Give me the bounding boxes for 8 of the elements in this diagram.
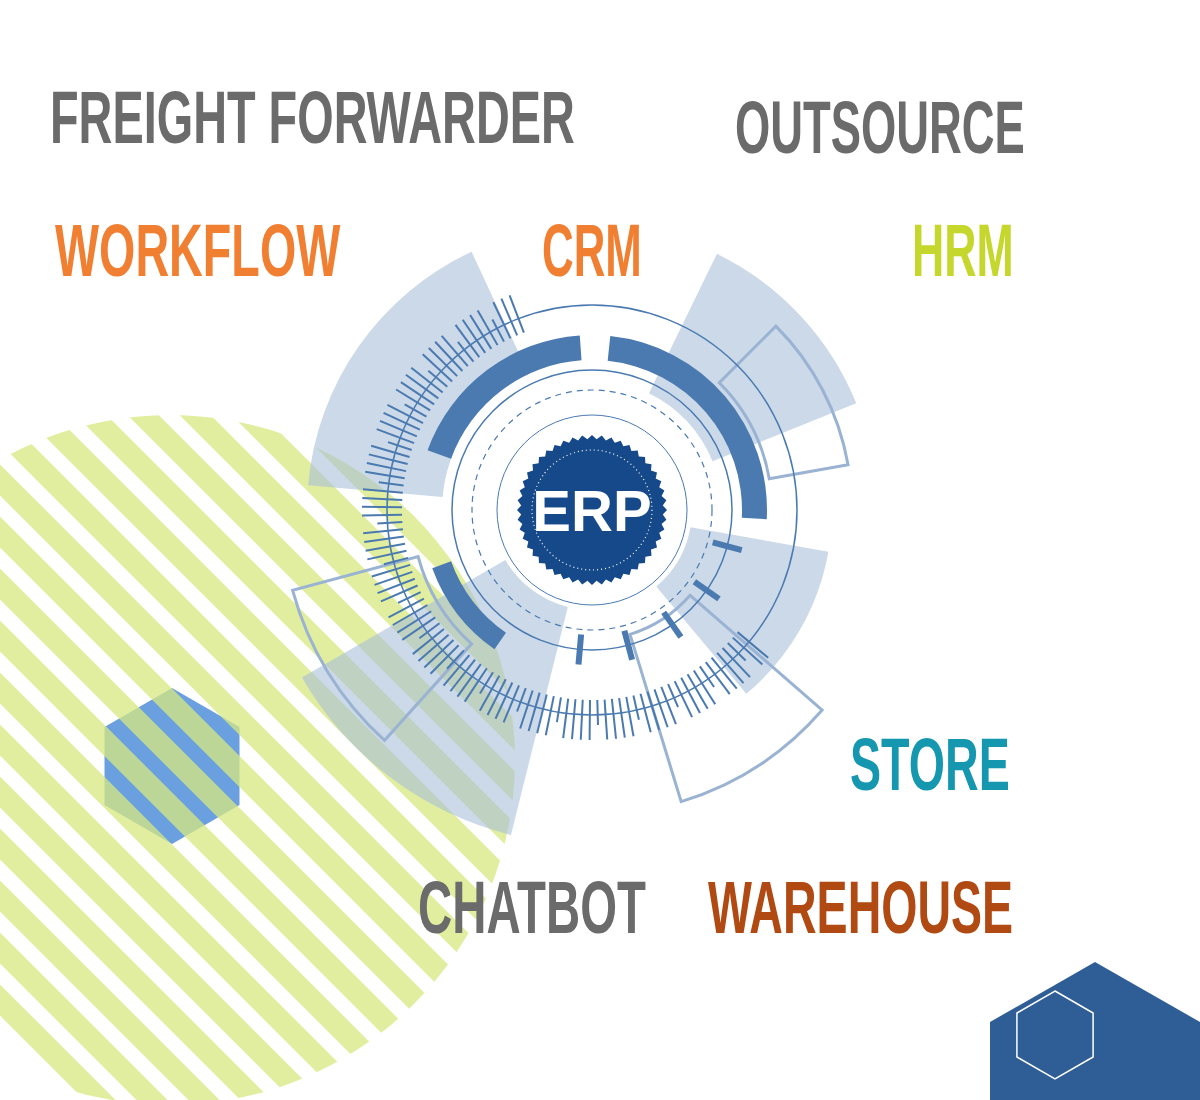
heading-text: CRM xyxy=(542,214,642,288)
heading-text: WAREHOUSE xyxy=(708,871,1014,945)
heading-text: HRM xyxy=(912,214,1014,288)
heading-text: FREIGHT FORWARDER xyxy=(50,81,575,155)
badge-seal: ERP xyxy=(517,435,667,585)
heading-text: OUTSOURCE xyxy=(735,91,1025,165)
heading-text: STORE xyxy=(850,728,1010,802)
heading-text: WORKFLOW xyxy=(55,214,341,288)
